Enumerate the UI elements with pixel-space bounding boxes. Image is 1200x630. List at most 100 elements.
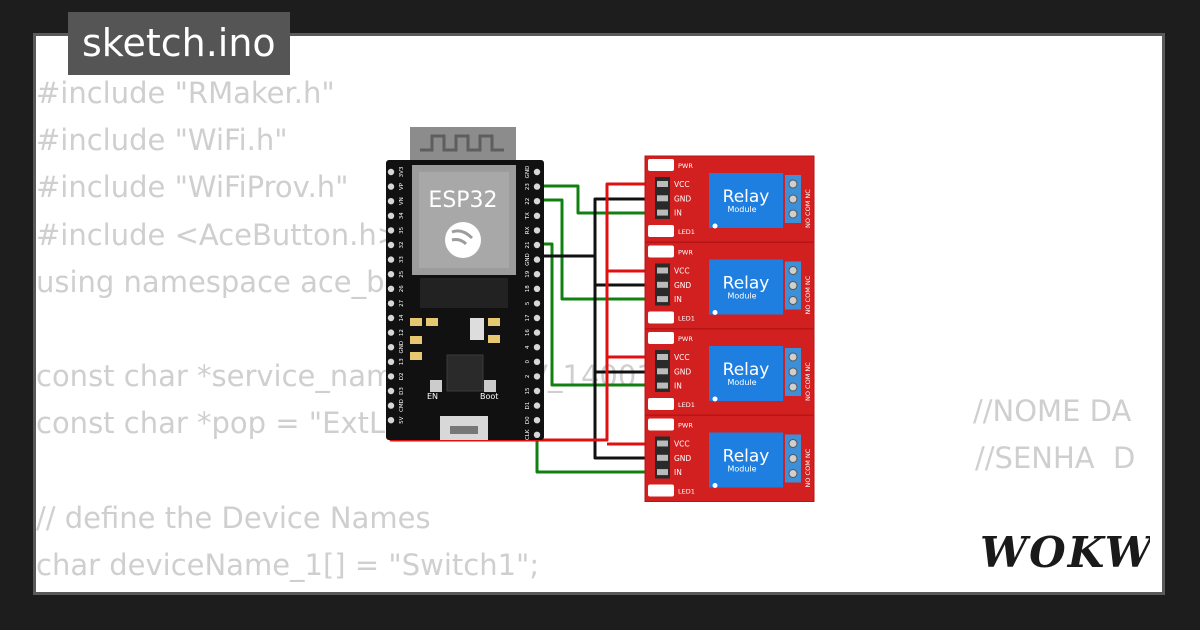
esp32-label: ESP32 — [428, 188, 497, 213]
mount-hole — [712, 483, 718, 488]
terminal-screw-icon — [788, 439, 798, 448]
relay-body — [709, 432, 783, 488]
pin-label-left: CMD — [399, 399, 405, 412]
pin-header-left — [387, 344, 395, 351]
pin-label-right: TX — [525, 212, 531, 220]
pin-label-right: 17 — [525, 314, 531, 321]
pin-label-left: 35 — [399, 226, 405, 233]
terminal-screw-icon — [788, 266, 798, 275]
pin-header-right — [533, 300, 541, 307]
pin-header-left — [387, 285, 395, 292]
preview-card — [33, 33, 1165, 595]
pin-label-right: 16 — [525, 329, 531, 336]
terminal-screw-icon — [788, 209, 798, 219]
module-pads — [420, 278, 508, 308]
pin-header-left — [387, 329, 395, 336]
relay-body — [709, 173, 783, 228]
code-comment-name: //NOME DA — [973, 394, 1132, 428]
pin-header-left — [387, 358, 395, 365]
pin-label-right: 23 — [525, 183, 531, 190]
pin-header-right — [533, 402, 541, 409]
antenna-trace — [420, 134, 504, 152]
relay-pin-label: GND — [674, 281, 691, 290]
relay-body — [709, 346, 783, 401]
boot-label: Boot — [480, 392, 498, 401]
pwr-label: PWR — [678, 162, 693, 170]
pin-label-left: 27 — [399, 299, 405, 306]
terminal-screw-icon — [788, 179, 798, 189]
pin-header-left — [387, 227, 395, 234]
mount-hole — [712, 223, 718, 229]
relay-pin — [657, 382, 668, 389]
pin-label-right: GND — [525, 253, 531, 266]
terminal-screw-icon — [788, 194, 798, 204]
pwr-led-icon — [648, 159, 674, 171]
relay-body — [709, 259, 783, 315]
pin-label-right: RX — [525, 226, 531, 234]
led1-label: LED1 — [678, 401, 695, 409]
pin-label-right: 2 — [525, 375, 531, 379]
pin-header-right — [533, 241, 541, 249]
wire — [593, 372, 660, 460]
wire — [537, 184, 660, 215]
contacts-label: NO COM NC — [804, 362, 812, 401]
code-background: #include "RMaker.h"#include "WiFi.h"#inc… — [36, 70, 684, 589]
relay-pin — [657, 454, 668, 461]
pin-header-right — [533, 431, 541, 438]
pwr-label: PWR — [678, 249, 693, 257]
relay-pin — [657, 296, 668, 303]
contacts-label: NO COM NC — [804, 275, 812, 314]
led1-label: LED1 — [678, 315, 695, 323]
pin-label-right: D0 — [525, 416, 531, 424]
code-line: // define the Device Names — [36, 500, 431, 535]
terminal-screw-icon — [788, 281, 798, 290]
pin-label-left: 14 — [399, 314, 405, 321]
pin-label-left: 32 — [399, 242, 405, 249]
pin-label-left: D2 — [399, 373, 405, 381]
pin-label-right: GND — [525, 166, 531, 179]
pin-header-right — [533, 314, 541, 322]
relay-pin-label: VCC — [674, 180, 690, 189]
relay-pin-label: GND — [674, 454, 691, 463]
pin-header-left — [387, 373, 395, 380]
pin-header-left — [387, 241, 395, 249]
pin-label-right: 4 — [525, 345, 531, 349]
relay-pin-label: IN — [674, 209, 682, 218]
relay-subtitle: Module — [727, 292, 756, 301]
pwr-led-icon — [648, 418, 674, 431]
pin-label-left: VN — [399, 197, 405, 205]
pin-header-right — [533, 373, 541, 380]
pin-header-left — [387, 256, 395, 263]
pin-label-right: 22 — [525, 198, 531, 205]
pin-header-left — [387, 387, 395, 395]
pin-header-right — [533, 183, 541, 190]
mount-hole — [712, 396, 718, 402]
smd-component — [426, 318, 438, 326]
relay-subtitle: Module — [727, 378, 756, 387]
pin-label-left: 25 — [399, 270, 405, 277]
pin-label-left: 12 — [399, 329, 405, 336]
led1-icon — [648, 311, 674, 324]
pin-label-left: 5V — [399, 416, 405, 423]
relay-pin-label: VCC — [674, 440, 690, 449]
espressif-logo-swirl — [451, 229, 474, 246]
relay-pin-label: VCC — [674, 267, 690, 276]
pin-header-right — [533, 285, 541, 292]
pwr-led-icon — [648, 245, 674, 258]
en-label: EN — [427, 392, 438, 401]
wokwi-logo-text: WOKWi — [980, 528, 1150, 577]
relay-subtitle: Module — [727, 465, 756, 474]
pin-header-left — [387, 183, 395, 190]
pin-header-right — [533, 271, 541, 278]
file-tab[interactable]: sketch.ino — [68, 12, 290, 75]
pin-header-right — [533, 256, 541, 263]
contacts-label: NO COM NC — [804, 189, 812, 228]
pin-header-right — [533, 198, 541, 205]
pin-label-right: 15 — [525, 387, 531, 394]
pin-label-right: 5 — [525, 301, 531, 305]
